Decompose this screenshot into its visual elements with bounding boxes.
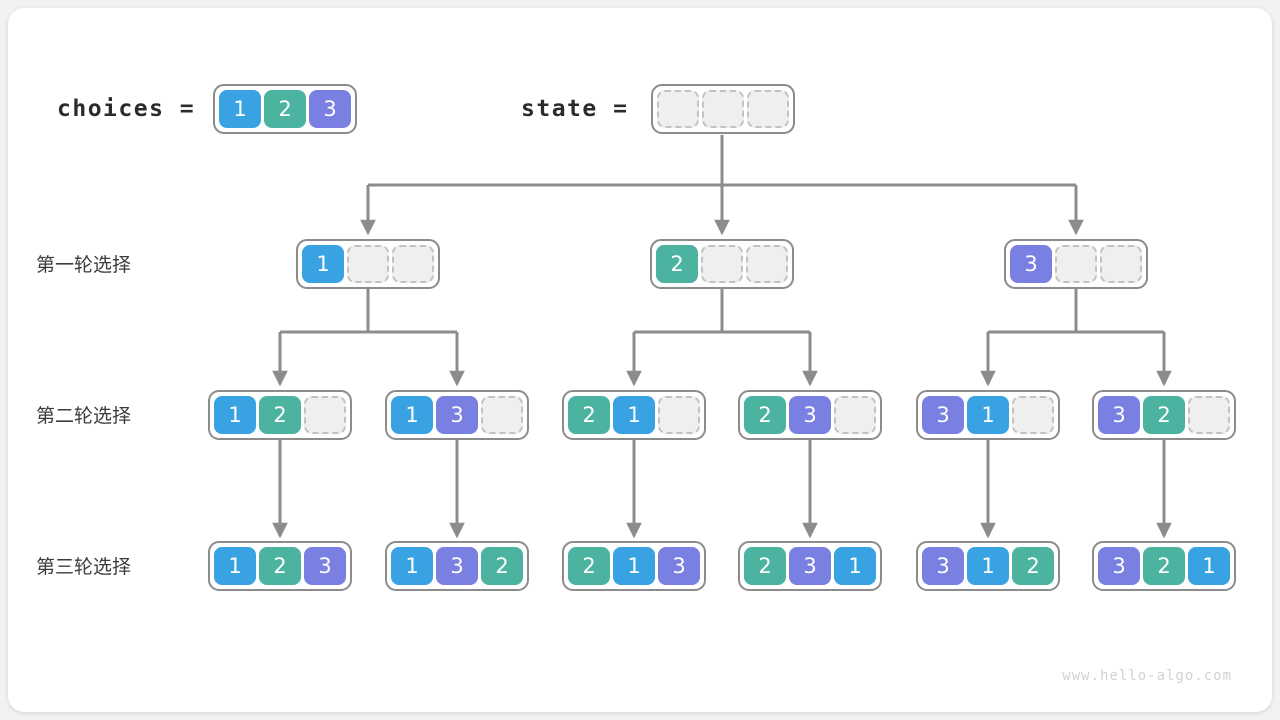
node-round1-3: 3	[1004, 239, 1148, 289]
array-cell-empty	[1012, 396, 1054, 434]
row-label-round-3: 第三轮选择	[36, 556, 132, 578]
array-cell-filled: 1	[391, 547, 433, 585]
row-label-round-1: 第一轮选择	[36, 254, 132, 276]
array-cell-filled: 2	[744, 396, 786, 434]
state-label: state =	[521, 96, 629, 122]
array-cell-empty	[747, 90, 789, 128]
array-cell-empty	[1100, 245, 1142, 283]
watermark: www.hello-algo.com	[1062, 668, 1232, 684]
array-cell-filled: 1	[834, 547, 876, 585]
row-label-round-2: 第二轮选择	[36, 405, 132, 427]
array-cell-filled: 3	[789, 547, 831, 585]
array-cell-filled: 2	[481, 547, 523, 585]
array-cell-filled: 3	[309, 90, 351, 128]
diagram-card	[8, 8, 1272, 712]
array-cell-empty	[834, 396, 876, 434]
array-cell-filled: 2	[568, 547, 610, 585]
array-cell-filled: 2	[259, 547, 301, 585]
array-cell-empty	[481, 396, 523, 434]
array-cell-filled: 2	[656, 245, 698, 283]
array-cell-filled: 2	[744, 547, 786, 585]
array-cell-filled: 3	[1010, 245, 1052, 283]
array-cell-empty	[657, 90, 699, 128]
array-cell-filled: 2	[1143, 396, 1185, 434]
array-cell-filled: 1	[214, 396, 256, 434]
array-cell-empty	[701, 245, 743, 283]
array-cell-empty	[1188, 396, 1230, 434]
array-cell-filled: 1	[1188, 547, 1230, 585]
array-cell-filled: 3	[789, 396, 831, 434]
array-cell-filled: 3	[1098, 547, 1140, 585]
array-cell-empty	[347, 245, 389, 283]
array-cell-filled: 2	[568, 396, 610, 434]
array-cell-empty	[1055, 245, 1097, 283]
array-cell-filled: 2	[1012, 547, 1054, 585]
array-cell-filled: 3	[658, 547, 700, 585]
array-cell-filled: 1	[613, 547, 655, 585]
array-cell-filled: 3	[1098, 396, 1140, 434]
array-cell-filled: 3	[304, 547, 346, 585]
array-cell-empty	[746, 245, 788, 283]
array-cell-filled: 1	[214, 547, 256, 585]
state-array	[651, 84, 795, 134]
array-cell-filled: 1	[391, 396, 433, 434]
array-cell-filled: 3	[436, 547, 478, 585]
array-cell-filled: 3	[436, 396, 478, 434]
node-round1-2: 2	[650, 239, 794, 289]
array-cell-filled: 2	[1143, 547, 1185, 585]
node-round1-1: 1	[296, 239, 440, 289]
array-cell-filled: 3	[922, 396, 964, 434]
array-cell-filled: 1	[967, 547, 1009, 585]
array-cell-filled: 1	[967, 396, 1009, 434]
array-cell-empty	[304, 396, 346, 434]
array-cell-empty	[392, 245, 434, 283]
array-cell-empty	[658, 396, 700, 434]
choices-label: choices =	[57, 96, 196, 122]
array-cell-filled: 1	[219, 90, 261, 128]
array-cell-filled: 2	[264, 90, 306, 128]
array-cell-filled: 1	[302, 245, 344, 283]
array-cell-filled: 3	[922, 547, 964, 585]
array-cell-empty	[702, 90, 744, 128]
array-cell-filled: 1	[613, 396, 655, 434]
array-cell-filled: 2	[259, 396, 301, 434]
